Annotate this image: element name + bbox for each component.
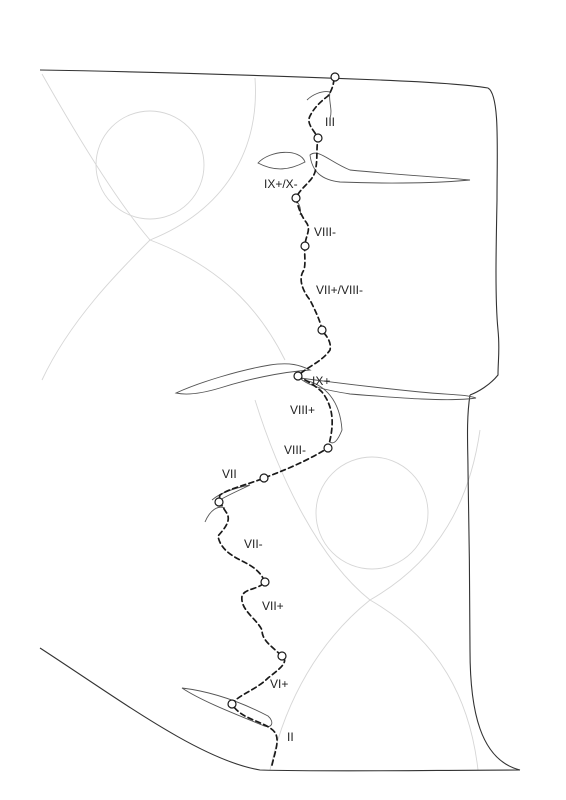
bolt: [260, 577, 270, 587]
ghost-circle-lower: [315, 456, 429, 570]
bolt: [277, 651, 287, 661]
bolt: [313, 133, 323, 143]
grade-label-11: VI+: [270, 677, 288, 691]
grade-label-8: VII: [222, 467, 237, 481]
grade-label-2: IX+/X-: [264, 177, 298, 191]
roof-upper: [257, 151, 306, 170]
bolts: [214, 72, 340, 709]
grade-label-7: VIII-: [284, 443, 306, 457]
grade-label-12: II: [287, 730, 294, 744]
rock-upper-right-edge: [469, 87, 500, 396]
rock-top-edge: [39, 69, 489, 89]
ghost-circle-upper: [95, 110, 205, 220]
grade-label-10: VII+: [262, 599, 284, 613]
grade-label-3: VIII-: [314, 225, 336, 239]
ghost-hourglass-upper: [41, 73, 151, 381]
bolt-top-anchor: [330, 72, 340, 82]
grade-label-1: III: [325, 115, 335, 129]
rock-outline: [39, 69, 521, 772]
rock-bottom-edge: [39, 647, 521, 772]
route-line: [217, 76, 335, 766]
rock-features: [174, 91, 477, 727]
ledge-upper: [309, 152, 471, 184]
grade-label-6: VIII+: [290, 403, 315, 417]
ghost-hourglass-lower: [254, 399, 371, 771]
bolt: [227, 699, 237, 709]
bolt: [291, 193, 301, 203]
ledge-middle-right: [298, 377, 477, 401]
bolt: [323, 443, 333, 453]
rock-lower-right-edge: [466, 394, 521, 771]
grade-label-4: VII+/VIII-: [316, 283, 363, 297]
grade-labels: III IX+/X- VIII- VII+/VIII- IX+ VIII+ VI…: [222, 115, 363, 744]
roof-lower: [181, 687, 273, 727]
bolt: [293, 371, 303, 381]
background-shapes: [41, 73, 481, 771]
grade-label-5: IX+: [312, 374, 330, 388]
crack-top: [306, 91, 332, 119]
ledge-middle-left: [174, 363, 312, 395]
bolt: [259, 473, 269, 483]
ghost-hourglass-lower-right: [369, 429, 481, 771]
bolt: [317, 325, 327, 335]
flake-middle: [304, 379, 343, 444]
ghost-hourglass-upper-right: [148, 77, 286, 361]
crack-lower-left-2: [204, 506, 226, 523]
grade-label-9: VII-: [244, 537, 263, 551]
bolt: [214, 497, 224, 507]
bolt: [300, 241, 310, 251]
